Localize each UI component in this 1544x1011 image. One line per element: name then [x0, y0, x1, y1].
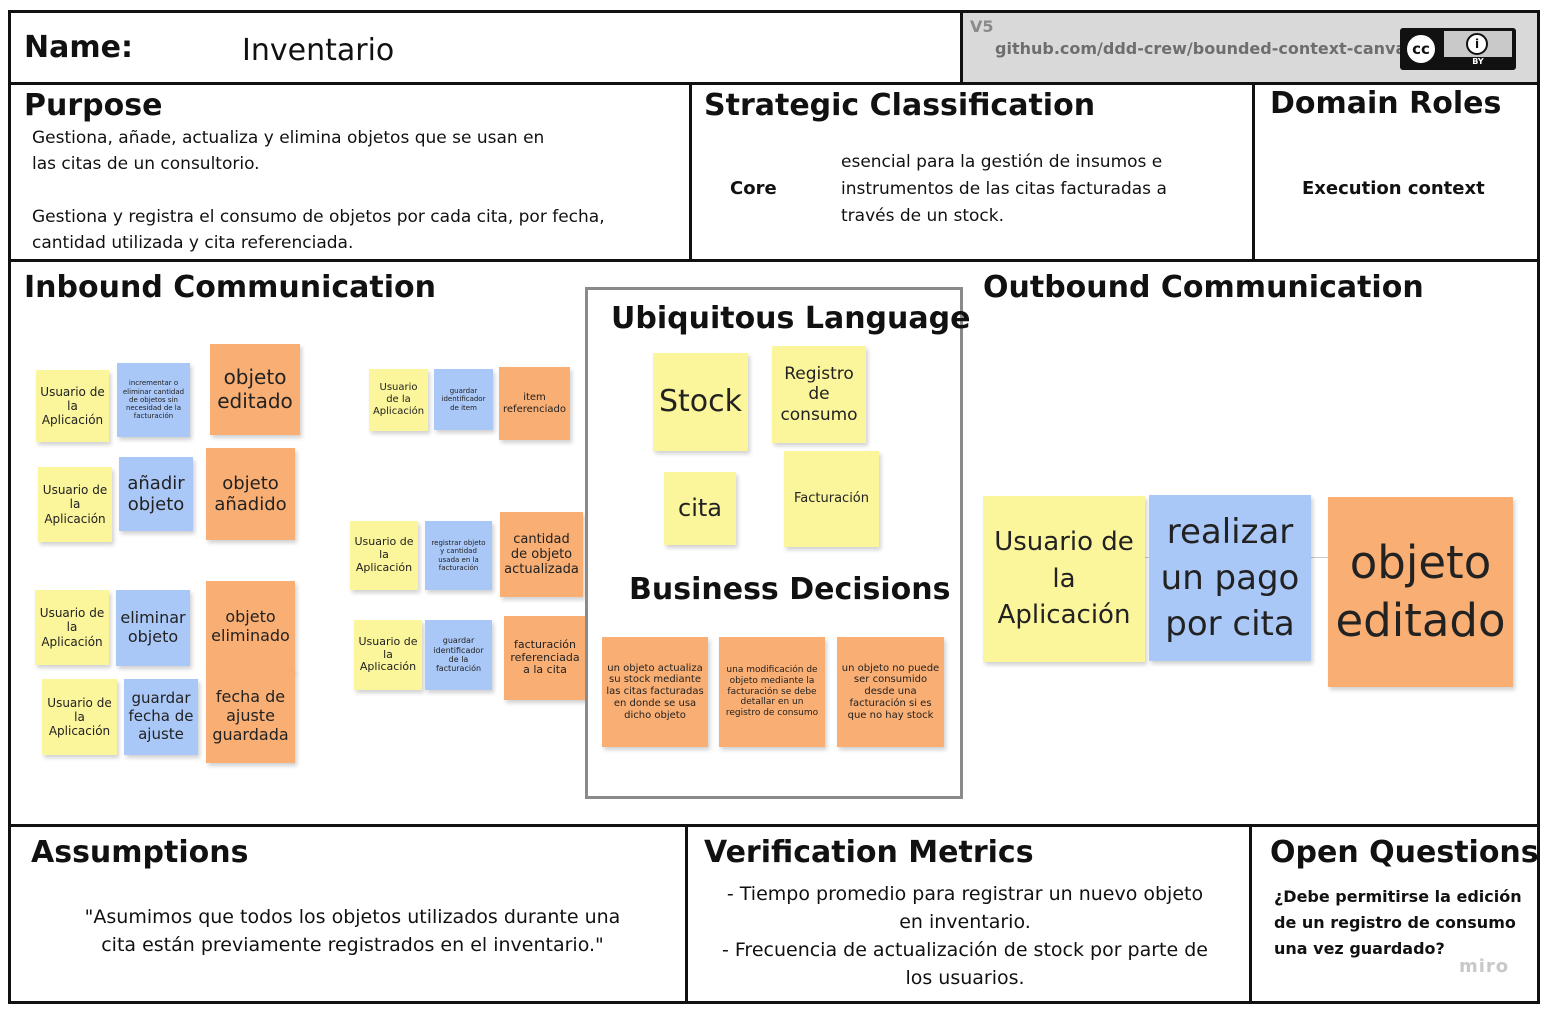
open-question-line-3: una vez guardado?	[1274, 939, 1445, 958]
outbound-sticky[interactable]: realizar un pago por cita	[1149, 495, 1311, 661]
inbound-sticky[interactable]: objeto editado	[210, 344, 300, 435]
assumptions-title: Assumptions	[31, 835, 249, 870]
version-label: V5	[970, 17, 994, 36]
purpose-line-3: Gestiona y registra el consumo de objeto…	[32, 207, 605, 227]
divider-bottom-row	[8, 824, 1540, 827]
inbound-sticky[interactable]: objeto añadido	[206, 448, 295, 540]
inbound-sticky[interactable]: guardar identificador de la facturación	[425, 620, 492, 690]
inbound-sticky[interactable]: fecha de ajuste guardada	[206, 670, 295, 763]
open-question-line-1: ¿Debe permitirse la edición	[1274, 887, 1522, 906]
ubiquitous-sticky[interactable]: cita	[664, 472, 736, 545]
outbound-sticky[interactable]: Usuario de la Aplicación	[983, 496, 1145, 662]
open-questions-title: Open Questions	[1270, 835, 1539, 870]
ubiquitous-sticky[interactable]: Registro de consumo	[772, 346, 866, 443]
strategic-line-3: través de un stock.	[841, 206, 1004, 226]
divider-purpose	[689, 82, 692, 261]
inbound-sticky[interactable]: guardar identificador de item	[434, 369, 493, 430]
purpose-line-4: cantidad utilizada y cita referenciada.	[32, 233, 354, 253]
ubiquitous-sticky[interactable]: Stock	[653, 353, 748, 451]
verification-title: Verification Metrics	[704, 835, 1034, 870]
divider-strategic	[1252, 82, 1255, 261]
inbound-sticky[interactable]: Usuario de la Aplicación	[42, 679, 117, 755]
strategic-line-2: instrumentos de las citas facturadas a	[841, 179, 1167, 199]
inbound-sticky[interactable]: facturación referenciada a la cita	[504, 616, 586, 700]
inbound-sticky[interactable]: cantidad de objeto actualizada	[500, 512, 583, 597]
inbound-sticky[interactable]: Usuario de la Aplicación	[35, 590, 109, 665]
inbound-sticky[interactable]: Usuario de la Aplicación	[38, 467, 112, 542]
attribution-icon: i	[1466, 33, 1488, 55]
business-decision-sticky[interactable]: un objeto actualiza su stock mediante la…	[602, 637, 708, 747]
verification-line-3: - Frecuencia de actualización de stock p…	[721, 939, 1208, 961]
inbound-title: Inbound Communication	[24, 270, 437, 305]
inbound-sticky[interactable]: incrementar o eliminar cantidad de objet…	[117, 363, 190, 437]
name-label: Name:	[24, 30, 133, 65]
strategic-title: Strategic Classification	[704, 88, 1096, 123]
license-by-label: BY	[1444, 57, 1512, 67]
strategic-line-1: esencial para la gestión de insumos e	[841, 152, 1163, 172]
purpose-line-2: las citas de un consultorio.	[32, 154, 260, 174]
name-value[interactable]: Inventario	[242, 33, 395, 68]
inbound-sticky[interactable]: guardar fecha de ajuste	[124, 679, 198, 755]
inbound-sticky[interactable]: Usuario de la Aplicación	[369, 369, 428, 431]
business-decisions-title: Business Decisions	[629, 572, 951, 607]
canvas-frame	[8, 10, 1540, 1004]
purpose-line-1: Gestiona, añade, actualiza y elimina obj…	[32, 128, 545, 148]
outbound-sticky[interactable]: objeto editado	[1328, 497, 1513, 687]
inbound-sticky[interactable]: añadir objeto	[119, 457, 193, 531]
inbound-sticky[interactable]: item referenciado	[499, 367, 570, 440]
assumptions-line-1: "Asumimos que todos los objetos utilizad…	[84, 906, 621, 928]
inbound-sticky[interactable]: Usuario de la Aplicación	[354, 620, 422, 690]
purpose-title: Purpose	[24, 88, 163, 123]
inbound-sticky[interactable]: Usuario de la Aplicación	[36, 370, 109, 442]
divider-assumptions	[685, 824, 688, 1004]
ubiquitous-sticky[interactable]: Facturación	[784, 451, 879, 547]
verification-line-4: los usuarios.	[905, 967, 1025, 989]
verification-line-1: - Tiempo promedio para registrar un nuev…	[726, 883, 1204, 905]
cc-icon: cc	[1404, 32, 1438, 66]
business-decision-sticky[interactable]: una modificación de objeto mediante la f…	[719, 637, 825, 747]
miro-watermark: miro	[1459, 956, 1510, 977]
inbound-sticky[interactable]: objeto eliminado	[206, 581, 295, 672]
domain-roles-title: Domain Roles	[1270, 86, 1502, 121]
divider-header	[8, 82, 1540, 85]
strategic-core-label: Core	[730, 178, 777, 199]
verification-line-2: en inventario.	[899, 911, 1031, 933]
ubiquitous-title: Ubiquitous Language	[611, 301, 971, 336]
assumptions-line-2: cita están previamente registrados en el…	[101, 934, 604, 956]
creative-commons-badge: cc i BY	[1400, 28, 1516, 70]
domain-role-value: Execution context	[1302, 178, 1485, 199]
open-question-line-2: de un registro de consumo	[1274, 913, 1516, 932]
inbound-sticky[interactable]: registrar objeto y cantidad usada en la …	[425, 521, 492, 590]
repo-link[interactable]: github.com/ddd-crew/bounded-context-canv…	[995, 39, 1416, 58]
divider-header-vertical	[960, 10, 963, 84]
divider-verification	[1249, 824, 1252, 1004]
business-decision-sticky[interactable]: un objeto no puede ser consumido desde u…	[837, 637, 944, 747]
divider-top-row	[8, 259, 1540, 262]
inbound-sticky[interactable]: eliminar objeto	[116, 590, 190, 666]
inbound-sticky[interactable]: Usuario de la Aplicación	[350, 521, 418, 590]
outbound-title: Outbound Communication	[983, 270, 1424, 305]
